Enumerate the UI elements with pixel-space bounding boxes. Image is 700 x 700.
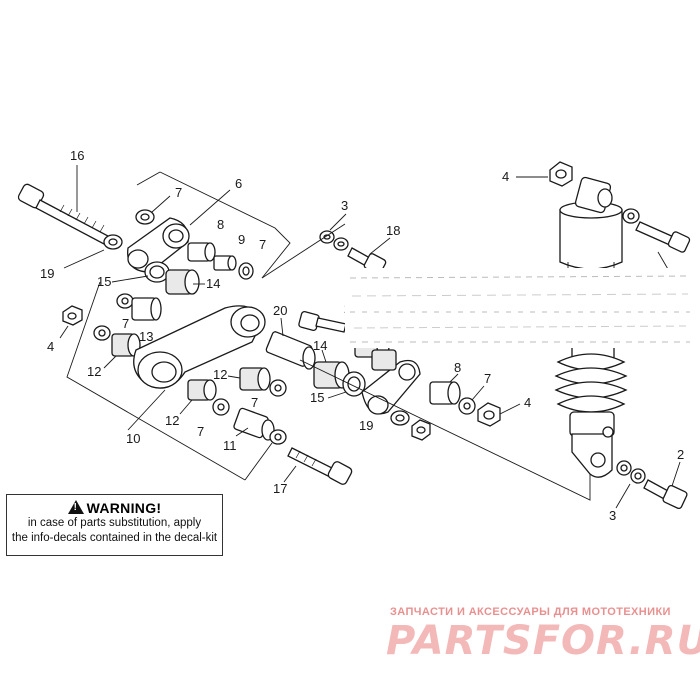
callout-13: 13 bbox=[139, 329, 153, 344]
callout-15: 15 bbox=[97, 274, 111, 289]
callout-16: 16 bbox=[70, 148, 84, 163]
callout-7: 7 bbox=[259, 237, 266, 252]
bushing-13 bbox=[131, 297, 162, 321]
callout-4: 4 bbox=[524, 395, 531, 410]
callout-11: 11 bbox=[223, 438, 237, 453]
link-10 bbox=[133, 305, 266, 389]
callout-8: 8 bbox=[217, 217, 224, 232]
callout-8: 8 bbox=[454, 360, 461, 375]
bolt-top-right bbox=[635, 221, 691, 253]
callout-12: 12 bbox=[87, 364, 101, 379]
watermark-logo: PARTSFOR.RU bbox=[386, 618, 700, 664]
callout-7: 7 bbox=[197, 424, 204, 439]
leader-6-to-bolt18 bbox=[261, 223, 346, 279]
callout-3: 3 bbox=[341, 198, 348, 213]
callout-7: 7 bbox=[175, 185, 182, 200]
callout-10: 10 bbox=[126, 431, 140, 446]
shock-absorber-lower bbox=[554, 339, 628, 478]
group-bracket-6 bbox=[136, 171, 161, 186]
callout-7: 7 bbox=[484, 371, 491, 386]
callout-14: 14 bbox=[313, 338, 327, 353]
bolt-2-right bbox=[643, 479, 688, 510]
bearing-12-lower bbox=[187, 379, 217, 401]
warning-line-1: in case of parts substitution, apply bbox=[27, 517, 202, 529]
callout-14: 14 bbox=[206, 276, 220, 291]
bolt-2-center bbox=[298, 310, 347, 333]
warning-title-text: WARNING! bbox=[86, 500, 162, 516]
watermark-caption: ЗАПЧАСТИ И АКСЕССУАРЫ ДЛЯ МОТОТЕХНИКИ bbox=[390, 606, 671, 618]
callout-6: 6 bbox=[235, 176, 242, 191]
bolt-17 bbox=[287, 447, 353, 485]
callout-7: 7 bbox=[251, 395, 258, 410]
group-bracket-10 bbox=[66, 281, 246, 481]
callout-7: 7 bbox=[122, 316, 129, 331]
callout-18: 18 bbox=[386, 223, 400, 238]
callout-15: 15 bbox=[310, 390, 324, 405]
callout-9: 9 bbox=[238, 232, 245, 247]
callout-20: 20 bbox=[273, 303, 287, 318]
callout-4: 4 bbox=[47, 339, 54, 354]
bearing-14-upper bbox=[165, 269, 200, 295]
bushing-20 bbox=[265, 331, 316, 370]
callout-4: 4 bbox=[502, 169, 509, 184]
callout-12: 12 bbox=[213, 367, 227, 382]
link-6 bbox=[127, 217, 190, 273]
callout-19: 19 bbox=[40, 266, 54, 281]
callout-12: 12 bbox=[165, 413, 179, 428]
callout-17: 17 bbox=[273, 481, 287, 496]
warning-line-2: the info-decals contained in the decal-k… bbox=[11, 532, 218, 544]
group-bracket-10b bbox=[244, 442, 273, 481]
callout-2: 2 bbox=[677, 447, 684, 462]
shock-absorber-upper bbox=[559, 176, 623, 270]
spacer-9 bbox=[213, 255, 237, 271]
bearing-12-mid bbox=[239, 367, 271, 391]
bushing-8-upper bbox=[187, 242, 216, 262]
group-bracket-6b bbox=[159, 171, 291, 279]
warning-title: WARNING! bbox=[7, 500, 222, 516]
bushing-8-right bbox=[429, 381, 461, 405]
callout-3: 3 bbox=[609, 508, 616, 523]
leader-to-shock-bottom bbox=[299, 359, 591, 501]
callout-19: 19 bbox=[359, 418, 373, 433]
warning-triangle-icon bbox=[67, 500, 84, 514]
redacted-band bbox=[345, 268, 700, 348]
bolt-16 bbox=[17, 183, 109, 245]
warning-box: WARNING! in case of parts substitution, … bbox=[6, 494, 223, 556]
bushing-11 bbox=[233, 407, 275, 441]
